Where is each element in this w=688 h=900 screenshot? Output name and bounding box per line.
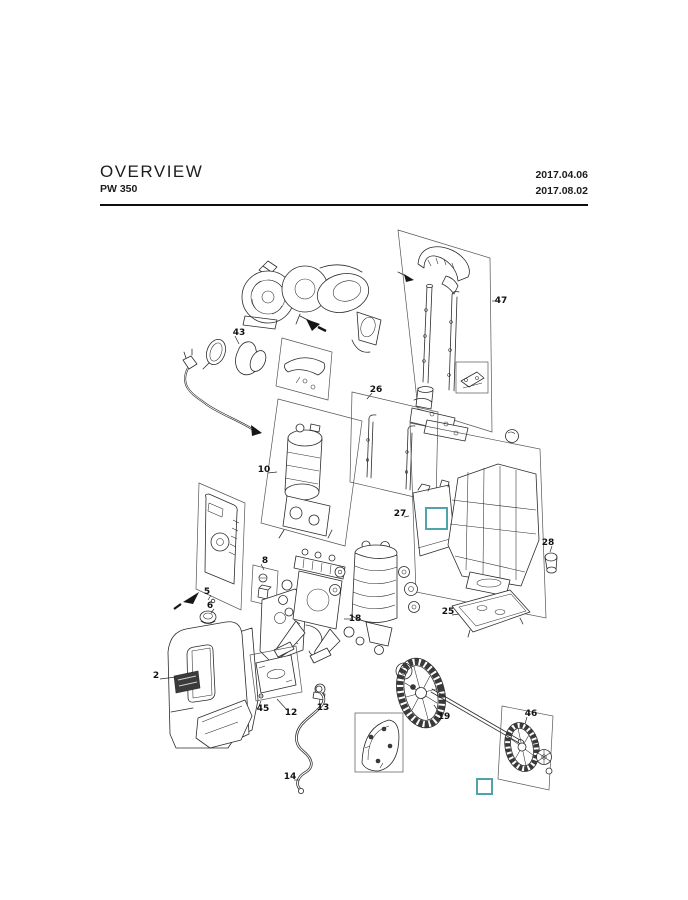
part-number-label[interactable]: 26 bbox=[370, 385, 383, 395]
motor-assembly bbox=[329, 540, 420, 655]
part-callout-8: 8 bbox=[260, 556, 268, 571]
callout-leader bbox=[207, 594, 212, 601]
part-callout-2: 2 bbox=[153, 671, 177, 681]
revision-date-top: 2017.04.06 bbox=[535, 169, 588, 181]
handle-frame-group-47 bbox=[397, 229, 493, 442]
part-callout-25: 25 bbox=[442, 607, 460, 617]
part-number-label[interactable]: 13 bbox=[317, 703, 330, 713]
part-number-label[interactable]: 10 bbox=[258, 465, 271, 475]
guard-box-group bbox=[354, 712, 404, 773]
part-number-label[interactable]: 28 bbox=[542, 538, 555, 548]
switch-panel-group bbox=[173, 482, 246, 611]
part-callout-27: 27 bbox=[394, 509, 410, 519]
part-number-label[interactable]: 46 bbox=[525, 709, 538, 719]
page-title: OVERVIEW bbox=[100, 162, 204, 181]
knob-parts-5-6 bbox=[199, 598, 217, 624]
part-number-label[interactable]: 6 bbox=[207, 601, 213, 611]
hose-14 bbox=[295, 685, 326, 795]
clip-ring-and-sleeve-43 bbox=[202, 339, 267, 376]
fitting-part-28 bbox=[544, 552, 558, 574]
callout-leader bbox=[366, 392, 373, 400]
part-number-label[interactable]: 2 bbox=[153, 671, 159, 681]
callout-leader bbox=[258, 700, 262, 707]
lance-rods-group-26 bbox=[349, 391, 439, 503]
part-number-label[interactable]: 27 bbox=[394, 509, 407, 519]
callout-leader bbox=[451, 613, 460, 616]
callout-leader bbox=[260, 563, 265, 571]
part-number-label[interactable]: 12 bbox=[285, 708, 298, 718]
header-rule bbox=[100, 204, 588, 206]
hotspot-highlight-0[interactable] bbox=[425, 507, 448, 530]
part-callout-6: 6 bbox=[207, 601, 215, 614]
front-cover-2 bbox=[167, 621, 259, 749]
part-number-label[interactable]: 43 bbox=[233, 328, 246, 338]
revision-dates: 2017.04.06 2017.08.02 bbox=[535, 167, 588, 199]
part-callout-43: 43 bbox=[233, 328, 246, 345]
part-callout-45: 45 bbox=[257, 700, 270, 714]
callout-leader bbox=[433, 704, 441, 715]
callout-leader bbox=[267, 471, 278, 474]
scoop-box-group bbox=[275, 337, 333, 401]
base-plate-25 bbox=[451, 589, 531, 638]
part-callout-47: 47 bbox=[492, 296, 507, 306]
wheel-19 bbox=[395, 657, 525, 745]
part-callout-26: 26 bbox=[366, 385, 383, 400]
callout-leader bbox=[159, 676, 177, 680]
part-number-label[interactable]: 8 bbox=[262, 556, 268, 566]
callout-leader bbox=[276, 698, 288, 711]
small-parts-group-8 bbox=[250, 564, 279, 608]
part-number-label[interactable]: 19 bbox=[438, 712, 451, 722]
part-number-label[interactable]: 25 bbox=[442, 607, 455, 617]
bracket-group-12 bbox=[249, 645, 303, 702]
part-number-label[interactable]: 18 bbox=[349, 614, 362, 624]
revision-date-bottom: 2017.08.02 bbox=[535, 185, 588, 197]
assembly-arrow-pump bbox=[299, 315, 327, 333]
part-callout-12: 12 bbox=[276, 698, 298, 718]
part-number-label[interactable]: 5 bbox=[204, 587, 210, 597]
pump-head-assembly bbox=[241, 260, 382, 353]
part-callout-10: 10 bbox=[258, 465, 278, 475]
callout-leader bbox=[318, 698, 321, 706]
callout-leader bbox=[524, 716, 528, 725]
callout-leader bbox=[210, 608, 215, 614]
callout-leader bbox=[234, 335, 240, 345]
part-number-label[interactable]: 14 bbox=[284, 772, 297, 782]
part-callout-46: 46 bbox=[524, 709, 538, 725]
part-callout-19: 19 bbox=[433, 704, 451, 722]
part-callout-5: 5 bbox=[204, 587, 212, 601]
power-cord bbox=[182, 348, 262, 436]
wheel-box-group-46 bbox=[497, 705, 554, 791]
part-callout-14: 14 bbox=[284, 772, 299, 782]
model-number: PW 350 bbox=[100, 183, 138, 195]
part-number-label[interactable]: 47 bbox=[495, 296, 508, 306]
motor-unit-group-10 bbox=[260, 398, 363, 547]
cap-part bbox=[505, 429, 519, 443]
hotspot-highlight-1[interactable] bbox=[476, 778, 493, 795]
callout-leader bbox=[549, 545, 553, 553]
part-callout-18: 18 bbox=[344, 614, 361, 624]
pump-assembly-18 bbox=[273, 548, 346, 664]
callout-leader bbox=[403, 515, 410, 518]
part-number-label[interactable]: 45 bbox=[257, 704, 270, 714]
part-callout-28: 28 bbox=[542, 538, 555, 553]
part-callout-13: 13 bbox=[317, 698, 330, 713]
